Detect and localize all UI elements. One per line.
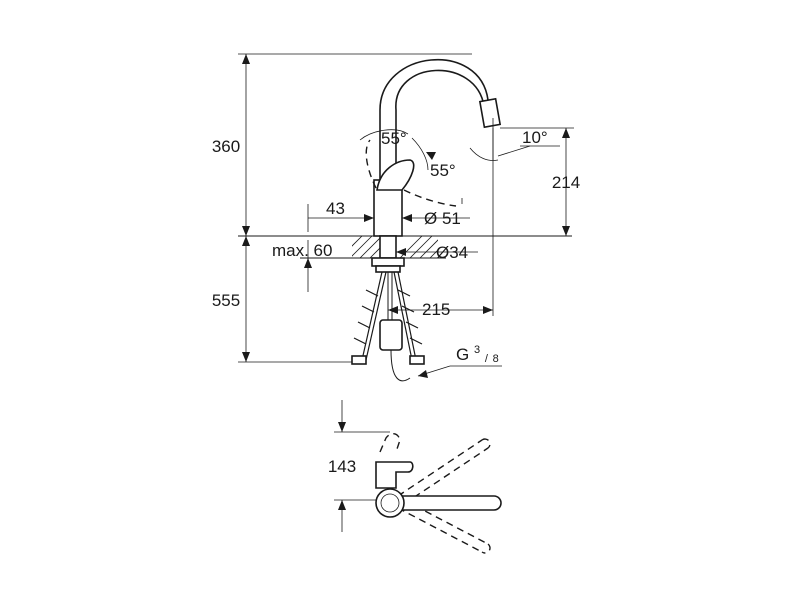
dim-spout-height: 214 xyxy=(552,173,580,192)
hose-fitting-right xyxy=(409,355,425,365)
hose-weight xyxy=(379,319,403,351)
dim-base-diameter: Ø 51 xyxy=(424,209,461,228)
plan-view: 143 xyxy=(328,400,502,554)
supply-hoses xyxy=(351,271,425,365)
dim-max-thickness: max. 60 xyxy=(272,241,332,260)
handle-plan xyxy=(375,461,414,489)
side-view: 360 555 214 10° 55° 55° 43 xyxy=(212,53,580,382)
handle-position-left xyxy=(365,139,377,189)
thread-base: G xyxy=(456,345,469,364)
hose-fitting-left xyxy=(351,355,367,365)
dim-below-counter: 555 xyxy=(212,291,240,310)
thread-numerator: 3 xyxy=(474,344,480,356)
thread-denominator: 8 xyxy=(493,353,499,365)
mounting-nut xyxy=(371,257,405,267)
dim-hole-diameter: Ø34 xyxy=(436,243,468,262)
dim-handle-angle-left: 55° xyxy=(381,129,407,148)
dim-plan-depth: 143 xyxy=(328,457,356,476)
handle-position-right xyxy=(403,189,457,207)
spout-nozzle xyxy=(478,97,502,129)
spray-hose xyxy=(379,272,411,382)
dim-handle-angle-right: 55° xyxy=(430,161,456,180)
dim-total-height: 360 xyxy=(212,137,240,156)
thread-label: G 3 / 8 xyxy=(456,338,499,366)
handle-swivel xyxy=(379,433,401,453)
spout-plan xyxy=(391,495,502,511)
mounting-shank xyxy=(379,235,397,259)
mounting-flange xyxy=(375,265,401,273)
dim-spout-reach: 215 xyxy=(422,300,450,319)
dim-spout-tilt: 10° xyxy=(522,128,548,147)
base-circle xyxy=(375,488,405,518)
spout-swivel-up xyxy=(397,438,491,505)
dim-handle-offset: 43 xyxy=(326,199,345,218)
lever-handle xyxy=(376,159,415,191)
